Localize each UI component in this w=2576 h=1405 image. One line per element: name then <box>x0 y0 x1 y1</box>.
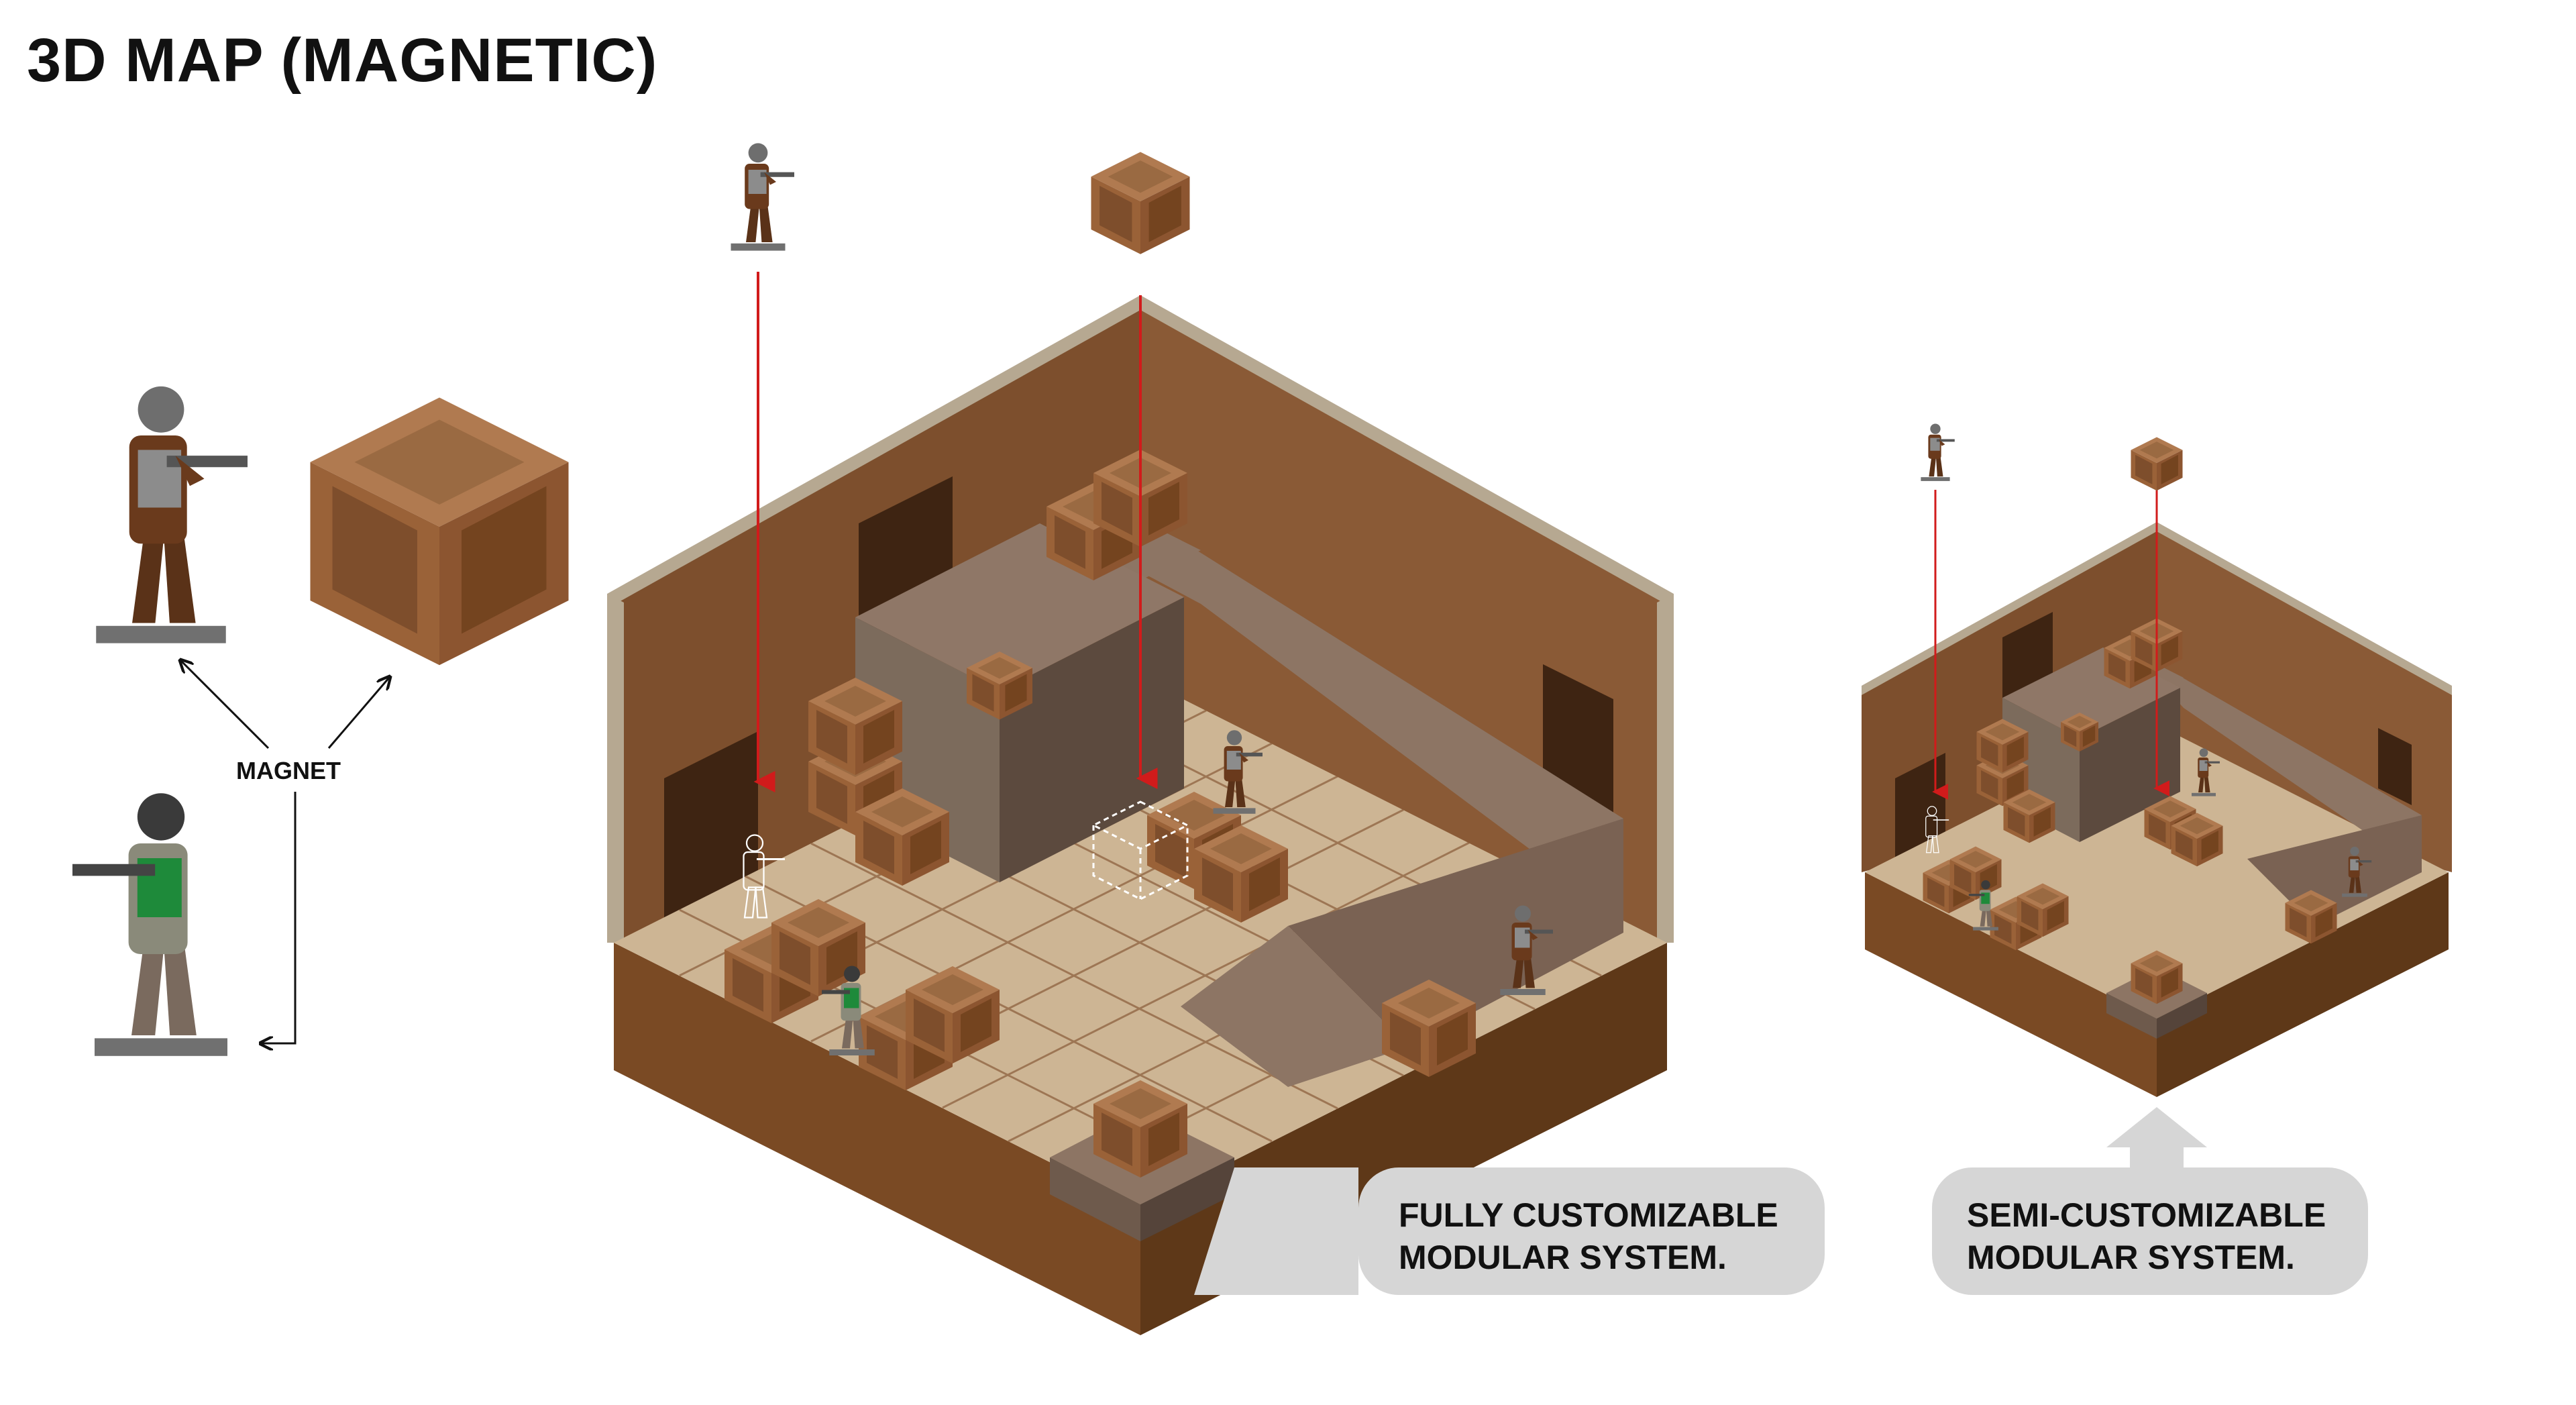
callout-full-line-2: MODULAR SYSTEM. <box>1399 1238 1727 1276</box>
callout-semi-line-2: MODULAR SYSTEM. <box>1967 1238 2295 1276</box>
callout-semi-text: SEMI-CUSTOMIZABLE MODULAR SYSTEM. <box>1967 1194 2326 1278</box>
floating-crate-small <box>2131 437 2183 491</box>
room-small <box>1862 483 2452 1097</box>
legend-soldier-green <box>72 793 227 1056</box>
magnet-label: MAGNET <box>236 757 341 784</box>
floating-crate-large <box>1091 152 1190 254</box>
magnet-arrow-to-crate <box>327 678 389 749</box>
callout-semi-line-1: SEMI-CUSTOMIZABLE <box>1967 1196 2326 1234</box>
magnet-arrow-to-base <box>262 792 297 1043</box>
legend-soldier-brown <box>96 386 248 643</box>
callout-semi-bubble <box>1932 1107 2368 1295</box>
room-large <box>607 272 1674 1335</box>
magnet-arrow-to-soldier <box>181 661 270 749</box>
callout-full-bubble <box>1194 1167 1825 1295</box>
page-title: 3D MAP (MAGNETIC) <box>27 26 658 95</box>
callout-full-text: FULLY CUSTOMIZABLE MODULAR SYSTEM. <box>1399 1194 1778 1278</box>
callout-full-line-1: FULLY CUSTOMIZABLE <box>1399 1196 1778 1234</box>
legend-crate <box>310 397 569 666</box>
floating-soldier-small <box>1921 423 1955 481</box>
floating-soldier-large <box>731 143 794 251</box>
